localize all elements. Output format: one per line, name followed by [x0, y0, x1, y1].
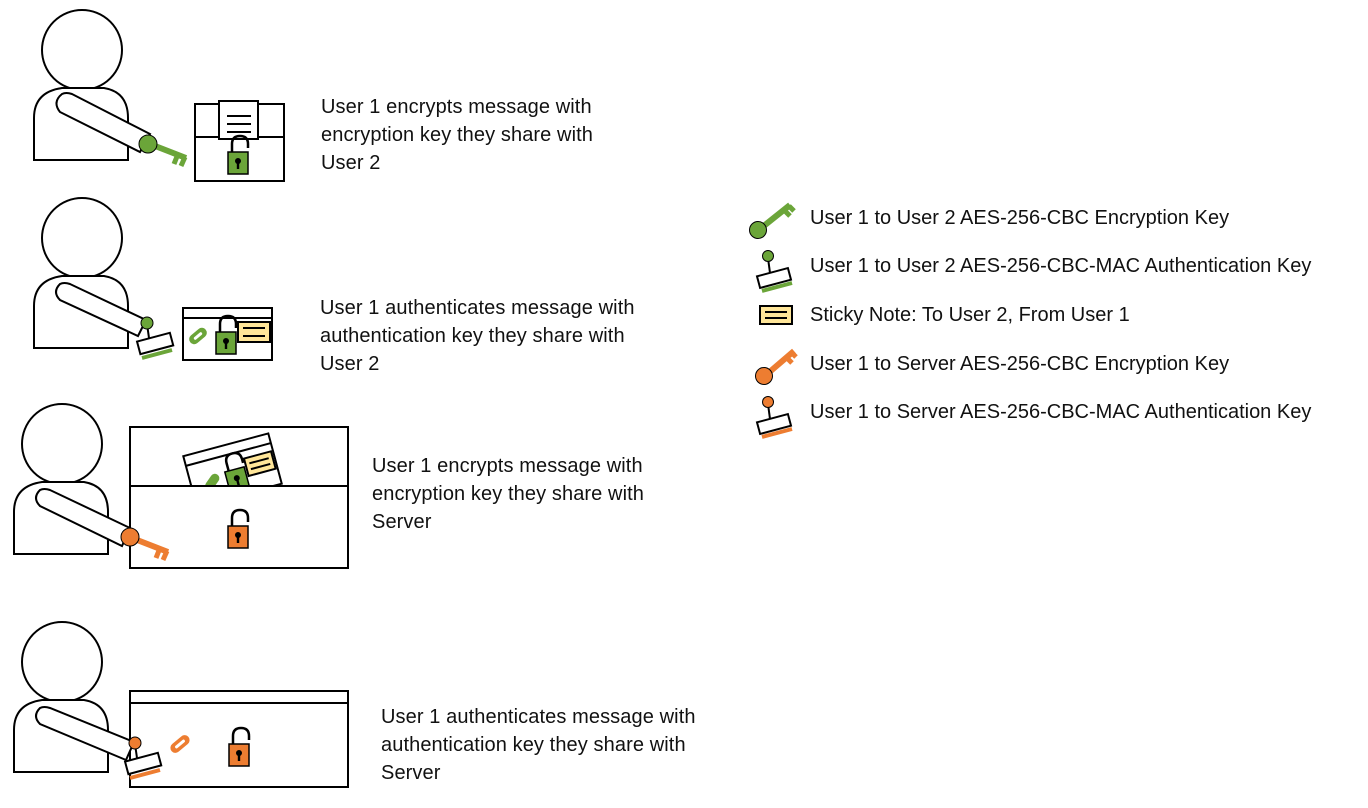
legend-label: User 1 to User 2 AES-256-CBC Encryption … — [810, 207, 1230, 229]
caption-line: authentication key they share with — [381, 734, 686, 756]
arm — [55, 282, 148, 338]
person-user1 — [13, 621, 109, 773]
sticky-note-icon — [759, 305, 793, 325]
caption-line: User 1 authenticates message with — [320, 297, 635, 319]
green-key-icon — [749, 202, 796, 239]
legend-item-orange-key: User 1 to Server AES-256-CBC Encryption … — [748, 343, 1358, 387]
step-1-illustration — [33, 9, 285, 182]
caption-line: User 2 — [320, 353, 380, 375]
legend-item-green-stamp: User 1 to User 2 AES-256-CBC-MAC Authent… — [748, 245, 1358, 293]
step-1-caption: User 1 encrypts message with encryption … — [321, 93, 593, 177]
green-key-icon — [138, 134, 188, 168]
caption-line: authentication key they share with — [320, 325, 625, 347]
legend-label: User 1 to User 2 AES-256-CBC-MAC Authent… — [810, 255, 1312, 277]
legend-item-orange-stamp: User 1 to Server AES-256-CBC-MAC Authent… — [748, 391, 1358, 439]
step-3-caption: User 1 encrypts message with encryption … — [372, 452, 644, 536]
step-4-caption: User 1 authenticates message with authen… — [381, 703, 696, 787]
mac-tag-orange-icon — [170, 735, 190, 753]
caption-line: User 1 authenticates message with — [381, 706, 696, 728]
caption-line: User 1 encrypts message with — [372, 455, 643, 477]
caption-line: encryption key they share with — [321, 124, 594, 146]
orange-stamp-icon — [755, 396, 793, 439]
caption-line: User 1 encrypts message with — [321, 96, 592, 118]
step-4-illustration — [13, 621, 349, 788]
step-3-illustration — [13, 403, 349, 569]
orange-stamp-icon — [123, 736, 163, 780]
caption-line: Server — [372, 511, 432, 533]
arm — [35, 706, 136, 762]
caption-line: User 2 — [321, 152, 381, 174]
legend-label: Sticky Note: To User 2, From User 1 — [810, 304, 1130, 326]
green-stamp-icon — [135, 316, 175, 360]
step-2-caption: User 1 authenticates message with authen… — [320, 294, 635, 378]
envelope-box — [129, 690, 349, 788]
green-stamp-icon — [755, 250, 793, 293]
legend-item-sticky-note: Sticky Note: To User 2, From User 1 — [748, 294, 1358, 338]
orange-key-icon — [755, 348, 798, 385]
legend-label: User 1 to Server AES-256-CBC Encryption … — [810, 353, 1230, 375]
caption-line: encryption key they share with — [372, 483, 645, 505]
sticky-note-icon — [237, 321, 271, 343]
document-icon — [218, 100, 259, 140]
orange-key-icon — [120, 527, 170, 562]
legend-item-green-key: User 1 to User 2 AES-256-CBC Encryption … — [748, 197, 1358, 241]
step-2-illustration — [33, 197, 273, 361]
mac-tag-green-icon — [189, 327, 207, 345]
caption-line: Server — [381, 762, 441, 784]
legend-label: User 1 to Server AES-256-CBC-MAC Authent… — [810, 401, 1312, 423]
